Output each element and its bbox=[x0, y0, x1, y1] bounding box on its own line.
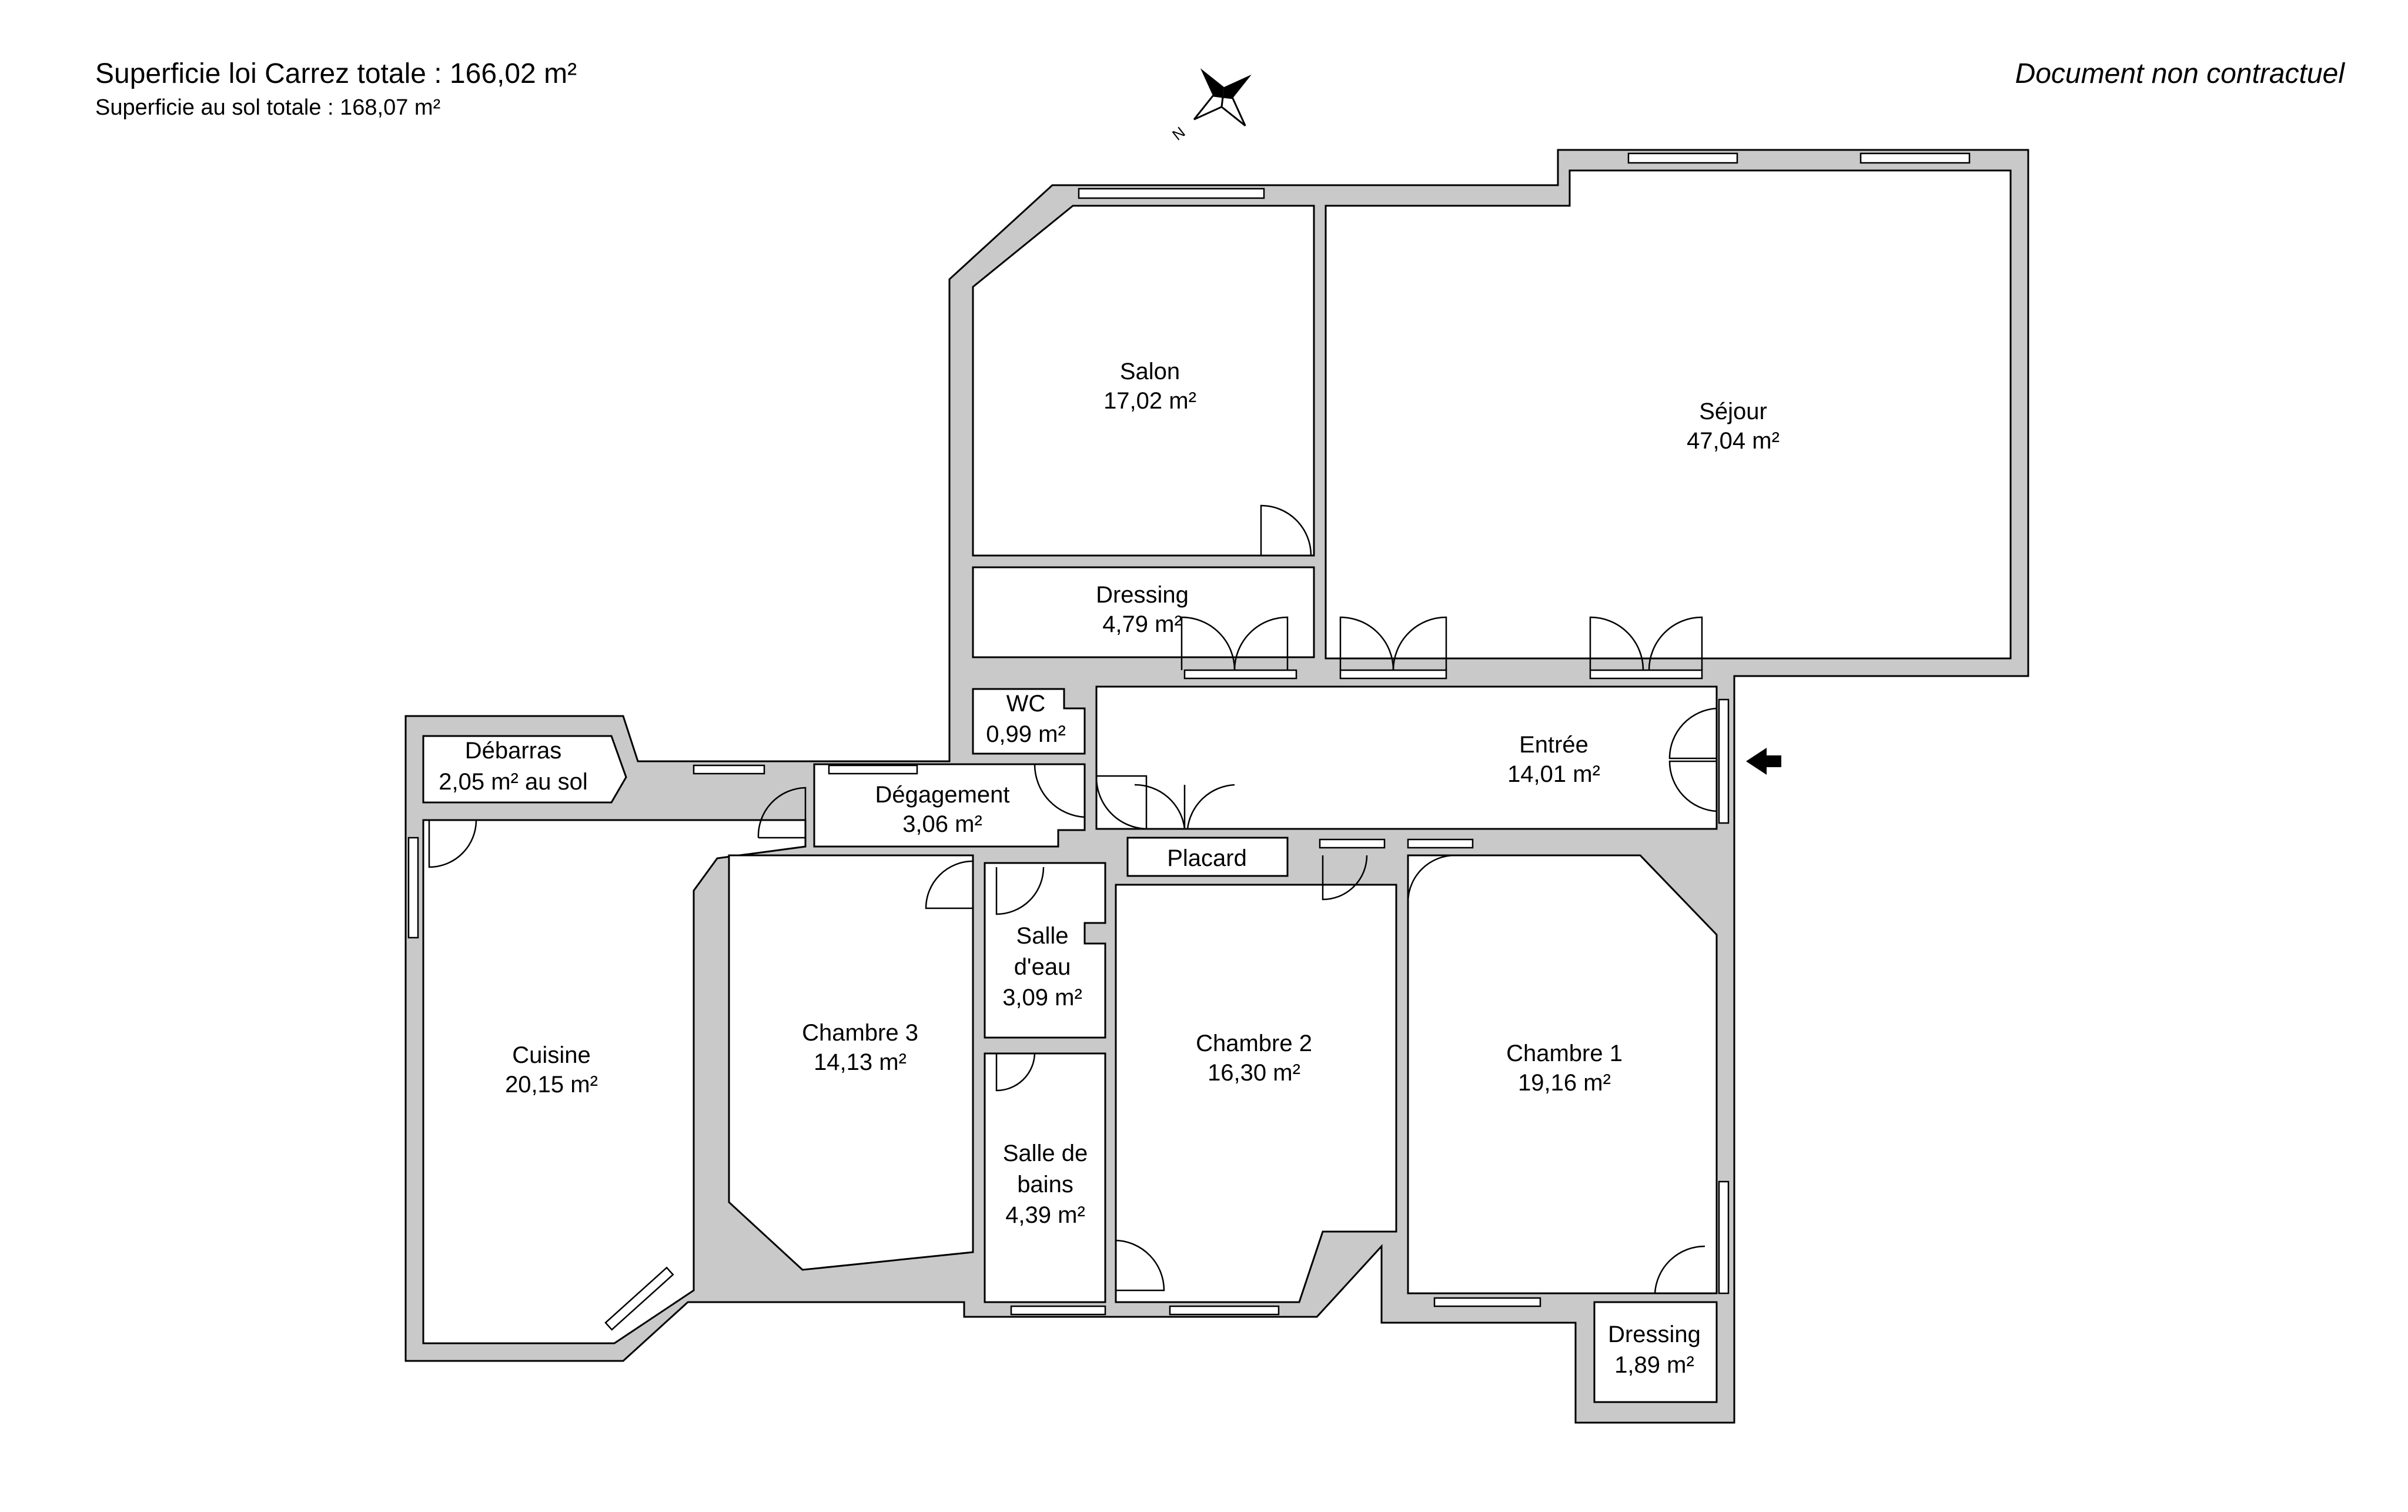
room-salle-bains bbox=[984, 1052, 1106, 1303]
entrance-arrow-icon bbox=[1746, 748, 1781, 775]
room-placard bbox=[1126, 837, 1289, 877]
room-labels: Salon 17,02 m² Séjour 47,04 m² Dressing … bbox=[439, 359, 1780, 1378]
room-area-degagement: 3,06 m² bbox=[902, 811, 982, 837]
room-label-chambre2: Chambre 2 bbox=[1196, 1031, 1312, 1056]
doors bbox=[428, 504, 1717, 1294]
room-label-cuisine: Cuisine bbox=[512, 1042, 590, 1068]
compass-rose-icon bbox=[1193, 68, 1252, 127]
room-label-salle-bains-2: bains bbox=[1017, 1172, 1073, 1197]
room-area-chambre2: 16,30 m² bbox=[1208, 1060, 1300, 1086]
room-area-debarras: 2,05 m² au sol bbox=[439, 769, 587, 795]
room-area-sejour: 47,04 m² bbox=[1687, 428, 1780, 454]
room-dressing-top bbox=[972, 566, 1315, 658]
room-salon bbox=[972, 205, 1315, 557]
room-area-salle-bains: 4,39 m² bbox=[1005, 1202, 1085, 1228]
room-label-degagement: Dégagement bbox=[875, 782, 1009, 808]
compass-north-label: N bbox=[1169, 123, 1188, 144]
room-label-wc: WC bbox=[1006, 691, 1046, 717]
room-label-dressing-top: Dressing bbox=[1096, 582, 1189, 608]
room-label-sejour: Séjour bbox=[1699, 399, 1767, 424]
floor-area-total: Superficie au sol totale : 168,07 m² bbox=[95, 95, 441, 120]
windows bbox=[407, 152, 1971, 1331]
room-area-salon: 17,02 m² bbox=[1103, 388, 1196, 414]
room-label-salon: Salon bbox=[1120, 359, 1180, 384]
room-area-cuisine: 20,15 m² bbox=[505, 1072, 598, 1098]
room-chambre3 bbox=[728, 854, 974, 1271]
room-entree bbox=[1095, 685, 1718, 830]
room-dressing-bot bbox=[1593, 1301, 1718, 1403]
room-label-dressing-bot: Dressing bbox=[1608, 1322, 1701, 1347]
room-area-chambre3: 14,13 m² bbox=[814, 1049, 907, 1075]
room-area-entree: 14,01 m² bbox=[1507, 761, 1600, 787]
room-label-chambre1: Chambre 1 bbox=[1506, 1041, 1623, 1066]
room-area-dressing-top: 4,79 m² bbox=[1102, 611, 1182, 637]
room-label-entree: Entrée bbox=[1519, 732, 1588, 758]
room-area-wc: 0,99 m² bbox=[986, 721, 1066, 747]
room-label-placard: Placard bbox=[1167, 845, 1247, 871]
room-label-debarras: Débarras bbox=[465, 738, 562, 764]
room-label-salle-eau-1: Salle bbox=[1016, 923, 1069, 949]
room-label-salle-eau-2: d'eau bbox=[1014, 954, 1071, 980]
carrez-area-total: Superficie loi Carrez totale : 166,02 m² bbox=[95, 58, 577, 89]
room-debarras bbox=[422, 735, 627, 804]
room-chambre2 bbox=[1115, 884, 1397, 1303]
room-wc bbox=[972, 688, 1086, 755]
room-area-dressing-bot: 1,89 m² bbox=[1614, 1352, 1694, 1378]
room-area-chambre1: 19,16 m² bbox=[1518, 1070, 1611, 1096]
rooms bbox=[422, 169, 2012, 1403]
room-label-chambre3: Chambre 3 bbox=[802, 1020, 918, 1046]
room-area-salle-eau: 3,09 m² bbox=[1002, 985, 1082, 1011]
disclaimer: Document non contractuel bbox=[2015, 58, 2345, 89]
room-sejour bbox=[1325, 169, 2012, 660]
room-salle-eau bbox=[984, 862, 1106, 1039]
room-label-salle-bains-1: Salle de bbox=[1003, 1140, 1088, 1166]
room-chambre1 bbox=[1407, 854, 1718, 1294]
